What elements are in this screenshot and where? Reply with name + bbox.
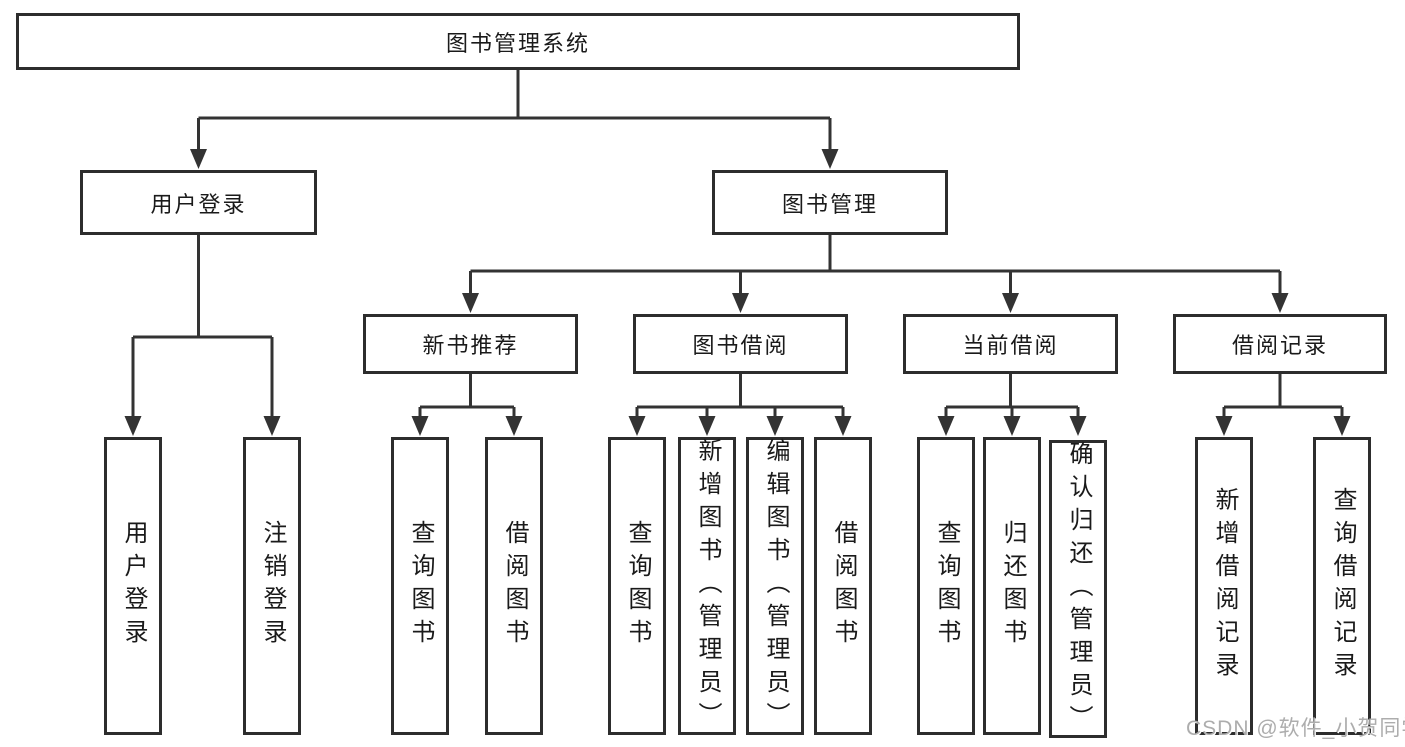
leaf-query-books-borrow: 查询图书 [608,437,666,735]
node-book-borrowing: 图书借阅 [633,314,848,374]
leaf-return-books: 归还图书 [983,437,1041,735]
leaf-add-books-admin: 新增图书（管理员） [678,437,736,735]
leaf-label: 用户登录 [120,520,147,652]
node-book-management: 图书管理 [712,170,948,235]
leaf-user-login: 用户登录 [104,437,162,735]
watermark: CSDN @软件_小贺同学 [1186,717,1405,740]
node-new-book-recommend: 新书推荐 [363,314,578,374]
connector-recommend-to-leaves [418,374,516,421]
leaf-label: 编辑图书（管理员） [762,437,789,735]
node-root-system: 图书管理系统 [16,13,1020,70]
connector-borrow-to-leaves [635,374,845,421]
leaf-borrow-books-recommend: 借阅图书 [485,437,543,735]
connector-root-to-level2 [197,70,832,154]
leaf-label: 确认归还（管理员） [1065,440,1092,738]
leaf-label: 查询图书 [933,520,960,652]
leaf-label: 查询借阅记录 [1329,487,1356,685]
leaf-add-borrow-record: 新增借阅记录 [1195,437,1253,735]
connector-manage-to-level3 [469,235,1282,298]
connector-current-to-leaves [944,374,1080,421]
leaf-label: 注销登录 [259,520,286,652]
leaf-query-borrow-record: 查询借阅记录 [1313,437,1371,735]
arrowheads [124,149,1351,436]
node-borrowing-records: 借阅记录 [1173,314,1387,374]
leaf-label: 归还图书 [999,520,1026,652]
leaf-query-books-current: 查询图书 [917,437,975,735]
connector-login-to-leaves [131,235,274,421]
leaf-confirm-return-admin: 确认归还（管理员） [1049,440,1107,738]
node-current-borrowing: 当前借阅 [903,314,1118,374]
node-user-login: 用户登录 [80,170,317,235]
leaf-label: 借阅图书 [501,520,528,652]
leaf-label: 借阅图书 [830,520,857,652]
connector-records-to-leaves [1222,374,1344,421]
leaf-label: 查询图书 [624,520,651,652]
leaf-logout: 注销登录 [243,437,301,735]
leaf-edit-books-admin: 编辑图书（管理员） [746,437,804,735]
leaf-query-books-recommend: 查询图书 [391,437,449,735]
leaf-borrow-books: 借阅图书 [814,437,872,735]
connector-paths [131,70,1344,421]
leaf-label: 新增借阅记录 [1211,487,1238,685]
leaf-label: 新增图书（管理员） [694,437,721,735]
leaf-label: 查询图书 [407,520,434,652]
